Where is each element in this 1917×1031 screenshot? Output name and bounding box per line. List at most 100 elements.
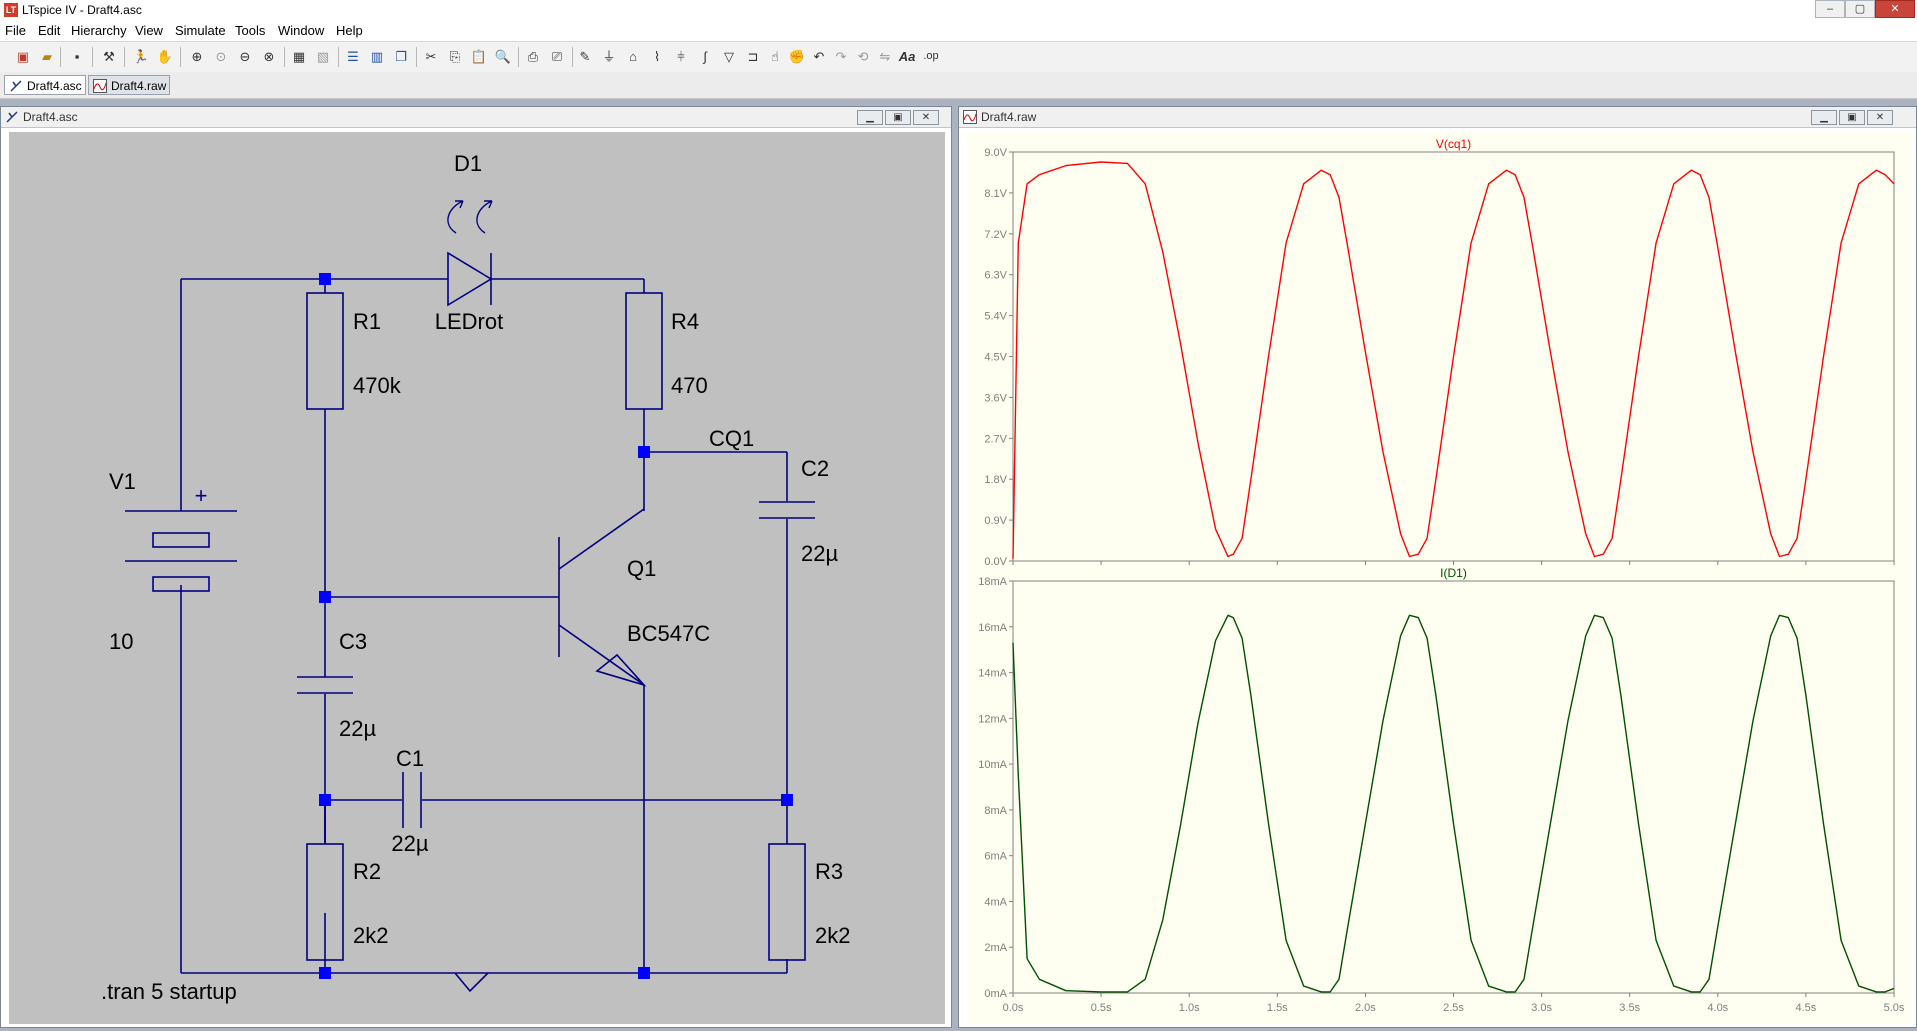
pan-icon[interactable]: ⊙ (215, 49, 227, 64)
save-icon[interactable]: ▪ (74, 49, 80, 64)
menu-edit[interactable]: Edit (38, 23, 61, 38)
resistor-icon[interactable]: ⌇ (653, 49, 661, 64)
paste-icon[interactable]: 📋 (470, 49, 488, 64)
ground-icon[interactable]: ⏚ (602, 49, 616, 64)
label-net-icon[interactable]: ⌂ (629, 49, 637, 64)
resistor-r2[interactable] (306, 843, 344, 961)
zoom-fit-icon[interactable]: ⊗ (263, 49, 275, 64)
resistor-r4[interactable] (625, 292, 663, 410)
v1-plus-sign: + (195, 483, 208, 508)
y-tick-label: 0.9V (984, 515, 1007, 527)
menu-hierarchy[interactable]: Hierarchy (71, 23, 127, 38)
transistor-q1[interactable] (558, 508, 647, 687)
x-tick-label: 2.0s (1355, 1002, 1376, 1014)
tile-horizontal-icon[interactable]: ☰ (347, 49, 359, 64)
toolbar-separator (92, 47, 93, 67)
schematic-restore-button[interactable]: ▣ (885, 110, 911, 125)
print-preview-icon[interactable]: ⎚ (551, 49, 563, 64)
tab-draft4-raw[interactable]: Draft4.raw (88, 75, 170, 95)
window-title: LTspice IV - Draft4.asc (22, 3, 142, 17)
trace-line[interactable] (1012, 161, 1895, 559)
drag-icon[interactable]: ✊ (788, 49, 806, 64)
menu-bar: File Edit Hierarchy View Simulate Tools … (0, 20, 1917, 40)
text-tool[interactable]: Aa (898, 49, 916, 64)
r3-value-label: 2k2 (815, 923, 850, 948)
spice-directive-tran[interactable]: .tran 5 startup (101, 979, 237, 1004)
waveform-window-titlebar: Draft4.raw ▁ ▣ ✕ (959, 107, 1916, 128)
trace-title[interactable]: I(D1) (1440, 566, 1467, 580)
cascade-icon[interactable]: ❐ (395, 49, 407, 64)
control-panel-icon[interactable]: ⚒ (103, 49, 115, 64)
capacitor-c1[interactable] (402, 772, 422, 828)
ground-symbol (454, 972, 489, 993)
y-tick-label: 10mA (978, 759, 1007, 771)
rotate-icon[interactable]: ⟲ (857, 49, 869, 64)
resistor-r1[interactable] (306, 292, 344, 410)
inductor-icon[interactable]: ∫ (703, 49, 707, 64)
capacitor-c3[interactable] (297, 676, 353, 694)
autorange-icon[interactable]: ▦ (292, 49, 306, 64)
plot-pane-vcq1[interactable]: 0.0V0.9V1.8V2.7V3.6V4.5V5.4V6.3V7.2V8.1V… (984, 137, 1895, 568)
v1-value-label: 10 (109, 629, 133, 654)
tab-draft4-asc[interactable]: Draft4.asc (4, 75, 86, 95)
zoom-in-icon[interactable]: ⊕ (191, 49, 203, 64)
undo-icon[interactable]: ↶ (813, 49, 825, 64)
c2-name-label: C2 (801, 456, 829, 481)
maximize-button[interactable]: ▢ (1845, 0, 1875, 18)
toolbar-separator (572, 47, 573, 67)
menu-window[interactable]: Window (278, 23, 325, 38)
x-tick-label: 4.0s (1707, 1002, 1728, 1014)
move-icon[interactable]: ☝ (771, 49, 779, 64)
open-folder-icon[interactable]: ▰ (42, 49, 52, 64)
schematic-minimize-button[interactable]: ▁ (857, 110, 883, 125)
capacitor-c2[interactable] (759, 501, 815, 519)
menu-help[interactable]: Help (336, 23, 363, 38)
capacitor-icon[interactable]: ⫩ (677, 49, 685, 64)
wires (180, 278, 788, 974)
trace-line[interactable] (1012, 614, 1895, 993)
waveform-restore-button[interactable]: ▣ (1839, 110, 1865, 125)
new-schematic-icon[interactable]: ▣ (16, 49, 30, 64)
run-icon[interactable]: 🏃 (132, 49, 150, 64)
schematic-icon (6, 111, 18, 123)
menu-simulate[interactable]: Simulate (175, 23, 226, 38)
tab-label: Draft4.raw (111, 79, 167, 93)
led-d1[interactable] (447, 200, 493, 307)
wire-icon[interactable]: ✎ (579, 49, 591, 64)
menu-view[interactable]: View (135, 23, 163, 38)
halt-icon[interactable]: ✋ (156, 49, 174, 64)
plot-frame (1012, 580, 1895, 994)
schematic-close-button[interactable]: ✕ (913, 110, 939, 125)
resistor-r3[interactable] (768, 843, 806, 961)
close-button[interactable]: ✕ (1875, 0, 1915, 18)
picture-icon[interactable]: ▧ (316, 49, 330, 64)
menu-file[interactable]: File (5, 23, 26, 38)
component-icon[interactable]: ⊐ (747, 49, 759, 64)
copy-icon[interactable]: ⎘ (449, 49, 461, 64)
schematic-icon (10, 80, 22, 92)
y-tick-label: 14mA (978, 668, 1007, 680)
waveform-canvas[interactable]: 0.0V0.9V1.8V2.7V3.6V4.5V5.4V6.3V7.2V8.1V… (967, 132, 1912, 1024)
redo-icon[interactable]: ↷ (835, 49, 847, 64)
r4-value-label: 470 (671, 373, 708, 398)
tile-vertical-icon[interactable]: ▥ (370, 49, 384, 64)
cut-icon[interactable]: ✂ (425, 49, 437, 64)
zoom-out-icon[interactable]: ⊖ (239, 49, 251, 64)
minimize-button[interactable]: – (1815, 0, 1845, 18)
menu-tools[interactable]: Tools (235, 23, 266, 38)
schematic-canvas[interactable]: + D1 LEDrot R1 470k R4 470 (9, 132, 945, 1024)
waveform-minimize-button[interactable]: ▁ (1811, 110, 1837, 125)
diode-icon[interactable]: ▽ (724, 49, 734, 64)
y-tick-label: 4mA (984, 896, 1007, 908)
trace-title[interactable]: V(cq1) (1436, 137, 1471, 151)
schematic-window-title: Draft4.asc (23, 110, 78, 124)
r4-name-label: R4 (671, 309, 699, 334)
print-icon[interactable]: ⎙ (527, 49, 539, 64)
find-icon[interactable]: 🔍 (494, 49, 512, 64)
voltage-source-v1[interactable] (125, 510, 237, 592)
spice-directive-tool[interactable]: .op (923, 50, 939, 62)
mirror-icon[interactable]: ⇋ (879, 49, 891, 64)
waveform-close-button[interactable]: ✕ (1867, 110, 1893, 125)
toolbar-separator (416, 47, 417, 67)
